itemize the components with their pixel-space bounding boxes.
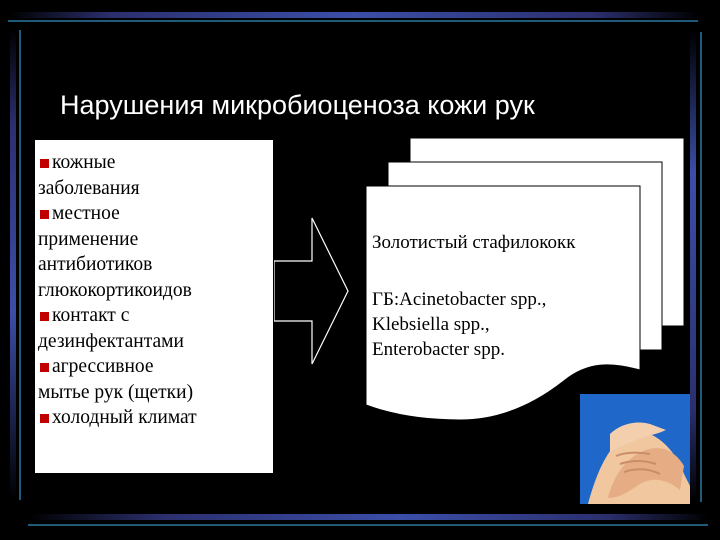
list-item: применение — [38, 227, 269, 253]
list-item: глюкокортикоидов — [38, 278, 269, 304]
list-item-text: агрессивное — [52, 356, 154, 377]
bullet-square-icon — [40, 413, 49, 423]
list-item: контакт с — [38, 303, 269, 329]
frame-top-line — [8, 20, 698, 22]
bullet-square-icon — [40, 209, 49, 219]
slide-title: Нарушения микробиоценоза кожи рук — [60, 90, 535, 120]
factors-box: кожные заболевания местное применение ан… — [35, 140, 273, 473]
right-arrow-icon — [274, 217, 349, 365]
list-item-text: применение — [38, 228, 139, 250]
bullet-square-icon — [40, 311, 49, 321]
frame-left-line — [19, 30, 21, 500]
list-item: заболевания — [38, 176, 269, 202]
list-item: мытье рук (щетки) — [38, 380, 269, 406]
list-item: агрессивное — [38, 354, 269, 380]
clasped-hands-image — [580, 394, 690, 504]
frame-bottom-line — [28, 524, 708, 526]
document-stack-icon — [365, 137, 685, 421]
list-item-text: кожные — [52, 152, 116, 173]
list-item-text: заболевания — [38, 177, 140, 199]
document-text: Золотистый стафилококк ГБ:Acinetobacter … — [372, 230, 642, 362]
list-item-text: холодный климат — [52, 407, 197, 428]
document-line-staph: Золотистый стафилококк — [372, 232, 576, 253]
frame-left-bar — [10, 30, 16, 500]
list-item-text: местное — [52, 203, 120, 224]
list-item-text: дезинфектантами — [38, 330, 184, 352]
frame-right-bar — [690, 32, 696, 502]
list-item-text: мытье рук (щетки) — [38, 381, 194, 403]
list-item: кожные — [38, 150, 269, 176]
list-item: дезинфектантами — [38, 329, 269, 355]
list-item-text: антибиотиков — [38, 254, 153, 275]
frame-top-bar — [8, 12, 698, 18]
document-line-klebsiella: Klebsiella spp., — [372, 314, 490, 335]
frame-bottom-bar — [28, 514, 708, 520]
list-item-text: глюкокортикоидов — [38, 279, 192, 301]
document-line-acinetobacter: ГБ:Acinetobacter spp., — [372, 289, 547, 310]
document-line-enterobacter: Enterobacter spp. — [372, 339, 505, 360]
bullet-square-icon — [40, 158, 49, 168]
list-item: холодный климат — [38, 405, 269, 431]
bullet-square-icon — [40, 362, 49, 372]
list-item-text: контакт с — [52, 305, 130, 326]
frame-right-line — [700, 32, 702, 502]
list-item: местное — [38, 201, 269, 227]
list-item: антибиотиков — [38, 252, 269, 278]
